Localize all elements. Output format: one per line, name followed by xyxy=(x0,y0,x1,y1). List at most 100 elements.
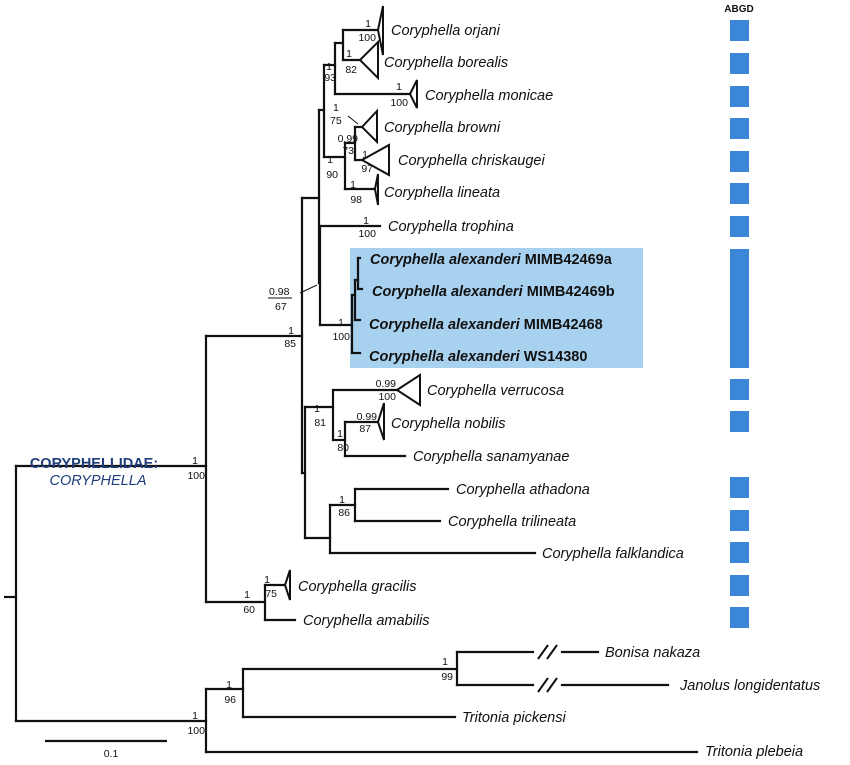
taxon-label: Tritonia plebeia xyxy=(705,744,803,760)
taxon-label: Coryphella trilineata xyxy=(448,514,576,530)
taxon-label: Coryphella falklandica xyxy=(542,546,684,562)
triangle-monicae xyxy=(408,79,418,109)
support-bs: 75 xyxy=(265,588,277,600)
break-mark xyxy=(537,677,558,693)
support-bs: 86 xyxy=(338,507,350,519)
break-mark xyxy=(537,644,558,660)
taxon-label: Coryphella orjani xyxy=(391,23,501,39)
support-values: 1 100 1 82 1 93 1 100 1 75 0.99 73 1 97 … xyxy=(187,18,453,737)
taxon-label: Coryphella amabilis xyxy=(303,613,430,629)
support-bs: 73 xyxy=(342,145,354,157)
callout-line xyxy=(347,115,359,125)
support-bs: 81 xyxy=(314,417,326,429)
abgd-bar xyxy=(730,411,749,432)
triangle-nobilis xyxy=(376,402,385,441)
support-pp: 0.99 xyxy=(357,411,378,423)
taxon-label: Coryphella trophina xyxy=(388,219,514,235)
family-label: CORYPHELLIDAE: xyxy=(30,456,158,472)
abgd-bar xyxy=(730,20,749,41)
triangle-orjani xyxy=(376,5,384,56)
taxon-label: Coryphella monicae xyxy=(425,88,553,104)
taxon-label: Tritonia pickensi xyxy=(462,710,566,726)
abgd-label: ABGD xyxy=(724,4,753,15)
scale-bar-label: 0.1 xyxy=(104,748,119,760)
triangle-chriskaugei xyxy=(359,143,390,177)
abgd-bar xyxy=(730,575,749,596)
support-bs: 100 xyxy=(390,97,408,109)
taxon-label: Coryphella borealis xyxy=(384,55,508,71)
support-pp: 1 xyxy=(226,679,232,691)
support-bs: 85 xyxy=(284,338,296,350)
abgd-bar xyxy=(730,379,749,400)
support-bs: 82 xyxy=(345,64,357,76)
support-pp: 1 xyxy=(192,455,198,467)
support-bs: 100 xyxy=(358,228,376,240)
abgd-bar xyxy=(730,183,749,204)
genus-label: CORYPHELLA xyxy=(50,473,147,489)
taxon-label: Bonisa nakaza xyxy=(605,645,700,661)
support-pp: 1 xyxy=(363,215,369,227)
abgd-bar xyxy=(730,53,749,74)
support-pp: 1 xyxy=(339,494,345,506)
taxon-label: Coryphella lineata xyxy=(384,185,500,201)
callout-line xyxy=(299,284,318,294)
triangle-lineata xyxy=(373,173,379,206)
taxon-label: Janolus longidentatus xyxy=(679,678,820,694)
support-pp: 0.99 xyxy=(338,133,359,145)
support-bs: 100 xyxy=(378,391,396,403)
abgd-bar xyxy=(730,216,749,237)
support-bs: 97 xyxy=(361,163,373,175)
taxon-label: Coryphella verrucosa xyxy=(427,383,564,399)
taxon-label-highlighted: Coryphella alexanderi MIMB42468 xyxy=(369,317,603,333)
collapsed-clades xyxy=(283,5,421,601)
abgd-bar xyxy=(730,249,749,368)
support-bs: 100 xyxy=(187,470,205,482)
taxon-label: Coryphella gracilis xyxy=(298,579,416,595)
abgd-bar xyxy=(730,86,749,107)
axis-break-marks xyxy=(537,644,558,693)
support-pp: 1 xyxy=(442,656,448,668)
taxon-label: Coryphella nobilis xyxy=(391,416,505,432)
abgd-bar xyxy=(730,607,749,628)
triangle-borealis xyxy=(358,39,379,81)
abgd-bar xyxy=(730,477,749,498)
abgd-bar xyxy=(730,118,749,139)
triangle-verrucosa xyxy=(395,373,421,407)
taxon-label-highlighted: Coryphella alexanderi MIMB42469b xyxy=(372,284,615,300)
support-pp: 1 xyxy=(314,403,320,415)
support-pp: 1 xyxy=(192,710,198,722)
taxon-label: Coryphella chriskaugei xyxy=(398,153,545,169)
abgd-bar xyxy=(730,510,749,531)
abgd-bar xyxy=(730,542,749,563)
triangle-browni xyxy=(360,108,378,145)
taxon-labels: Coryphella orjani Coryphella borealis Co… xyxy=(298,23,820,760)
support-bs: 75 xyxy=(330,115,342,127)
support-bs: 80 xyxy=(337,442,349,454)
support-bs: 93 xyxy=(324,72,336,84)
support-bs: 99 xyxy=(441,671,453,683)
taxon-label: Coryphella athadona xyxy=(456,482,590,498)
support-pp: 1 xyxy=(350,179,356,191)
support-bs: 67 xyxy=(275,301,287,313)
support-bs: 87 xyxy=(359,423,371,435)
tree-branches xyxy=(3,28,699,754)
support-bs: 60 xyxy=(243,604,255,616)
alexanderi-highlight xyxy=(350,248,643,368)
support-pp: 1 xyxy=(327,154,333,166)
clade-label: CORYPHELLIDAE: CORYPHELLA xyxy=(30,456,158,489)
taxon-label-highlighted: Coryphella alexanderi MIMB42469a xyxy=(370,252,613,268)
support-pp: 1 xyxy=(346,48,352,60)
callout-lines xyxy=(299,115,359,294)
support-pp: 1 xyxy=(244,589,250,601)
support-bs: 98 xyxy=(350,194,362,206)
taxon-label: Coryphella browni xyxy=(384,120,501,136)
abgd-bar xyxy=(730,151,749,172)
support-pp: 1 xyxy=(288,325,294,337)
support-pp: 0.99 xyxy=(376,378,397,390)
support-bs: 90 xyxy=(326,169,338,181)
taxon-label: Coryphella sanamyanae xyxy=(413,449,569,465)
support-pp: 0.98 xyxy=(269,286,290,298)
support-pp: 1 xyxy=(338,317,344,329)
support-bs: 96 xyxy=(224,694,236,706)
support-pp: 1 xyxy=(362,149,368,161)
